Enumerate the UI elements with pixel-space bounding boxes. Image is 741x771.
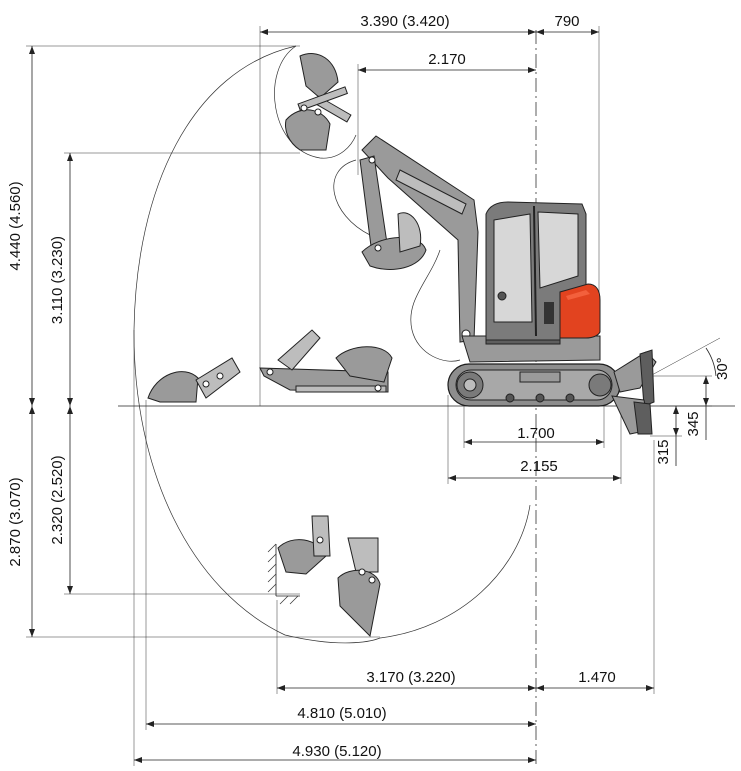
dimension-blade-reach: 1.470 — [536, 440, 655, 694]
dim-track-length-label: 1.700 — [517, 425, 555, 442]
dim-blade-height-label: 345 — [685, 411, 702, 436]
dimension-dump-height: 3.110 (3.230) — [49, 152, 300, 406]
outer-reach-arc — [133, 45, 381, 644]
dim-blade-angle-label: 30° — [714, 357, 731, 380]
dim-blade-depth-label: 315 — [655, 439, 672, 464]
dozer-blade — [611, 349, 657, 435]
dimension-max-height: 4.440 (4.560) — [7, 45, 300, 406]
inner-arc-1 — [333, 159, 371, 236]
inner-arc-2 — [410, 249, 461, 362]
dimension-track-length: 1.700 — [463, 395, 605, 448]
dim-reach-at-height-label: 2.170 — [428, 51, 466, 68]
bucket-dig-depth-left — [277, 515, 331, 575]
dim-undercarriage-length-label: 2.155 — [520, 458, 558, 475]
undercarriage — [447, 363, 621, 407]
dimension-total-reach: 4.930 (5.120) — [133, 330, 536, 766]
bucket-left-ground — [147, 357, 241, 403]
depth-arc — [379, 504, 531, 639]
dimension-wall-reach: 3.170 (3.220) — [276, 600, 536, 694]
dimension-blade-angle: 30° — [649, 337, 731, 380]
dim-wall-depth-label: 2.320 (2.520) — [49, 455, 66, 544]
dim-dump-height-label: 3.110 (3.230) — [49, 236, 66, 324]
top-bucket-arc — [274, 45, 357, 159]
dimension-blade-depth: 315 — [650, 406, 682, 466]
bucket-dig-depth-right — [337, 537, 381, 638]
bucket-top-position — [285, 53, 352, 151]
dimension-reach-at-height: 2.170 — [357, 51, 536, 175]
working-range-envelope — [133, 45, 531, 644]
dimension-max-dig-depth: 2.870 (3.070) — [7, 406, 380, 638]
dim-wall-reach-label: 3.170 (3.220) — [366, 669, 455, 686]
vertical-wall-hatch — [267, 543, 300, 605]
dim-top-reach-label: 3.390 (3.420) — [360, 13, 449, 30]
dimension-blade-height: 345 — [650, 375, 712, 440]
dimension-rear-overhang: 790 — [536, 13, 600, 300]
dim-ground-reach-label: 4.810 (5.010) — [297, 705, 386, 722]
dim-total-reach-label: 4.930 (5.120) — [292, 743, 381, 760]
upper-structure — [461, 201, 601, 363]
dimension-wall-depth: 2.320 (2.520) — [49, 406, 300, 595]
dim-max-dig-depth-label: 2.870 (3.070) — [7, 477, 24, 566]
dim-blade-reach-label: 1.470 — [578, 669, 616, 686]
dim-rear-overhang-label: 790 — [554, 13, 579, 30]
boom-and-arm — [359, 135, 479, 343]
arm-ground-extended — [259, 329, 393, 393]
dim-max-height-label: 4.440 (4.560) — [7, 181, 24, 270]
dimension-ground-reach: 4.810 (5.010) — [145, 400, 536, 730]
dimension-undercarriage-length: 2.155 — [447, 395, 622, 484]
dimension-top-reach: 3.390 (3.420) — [259, 13, 536, 406]
